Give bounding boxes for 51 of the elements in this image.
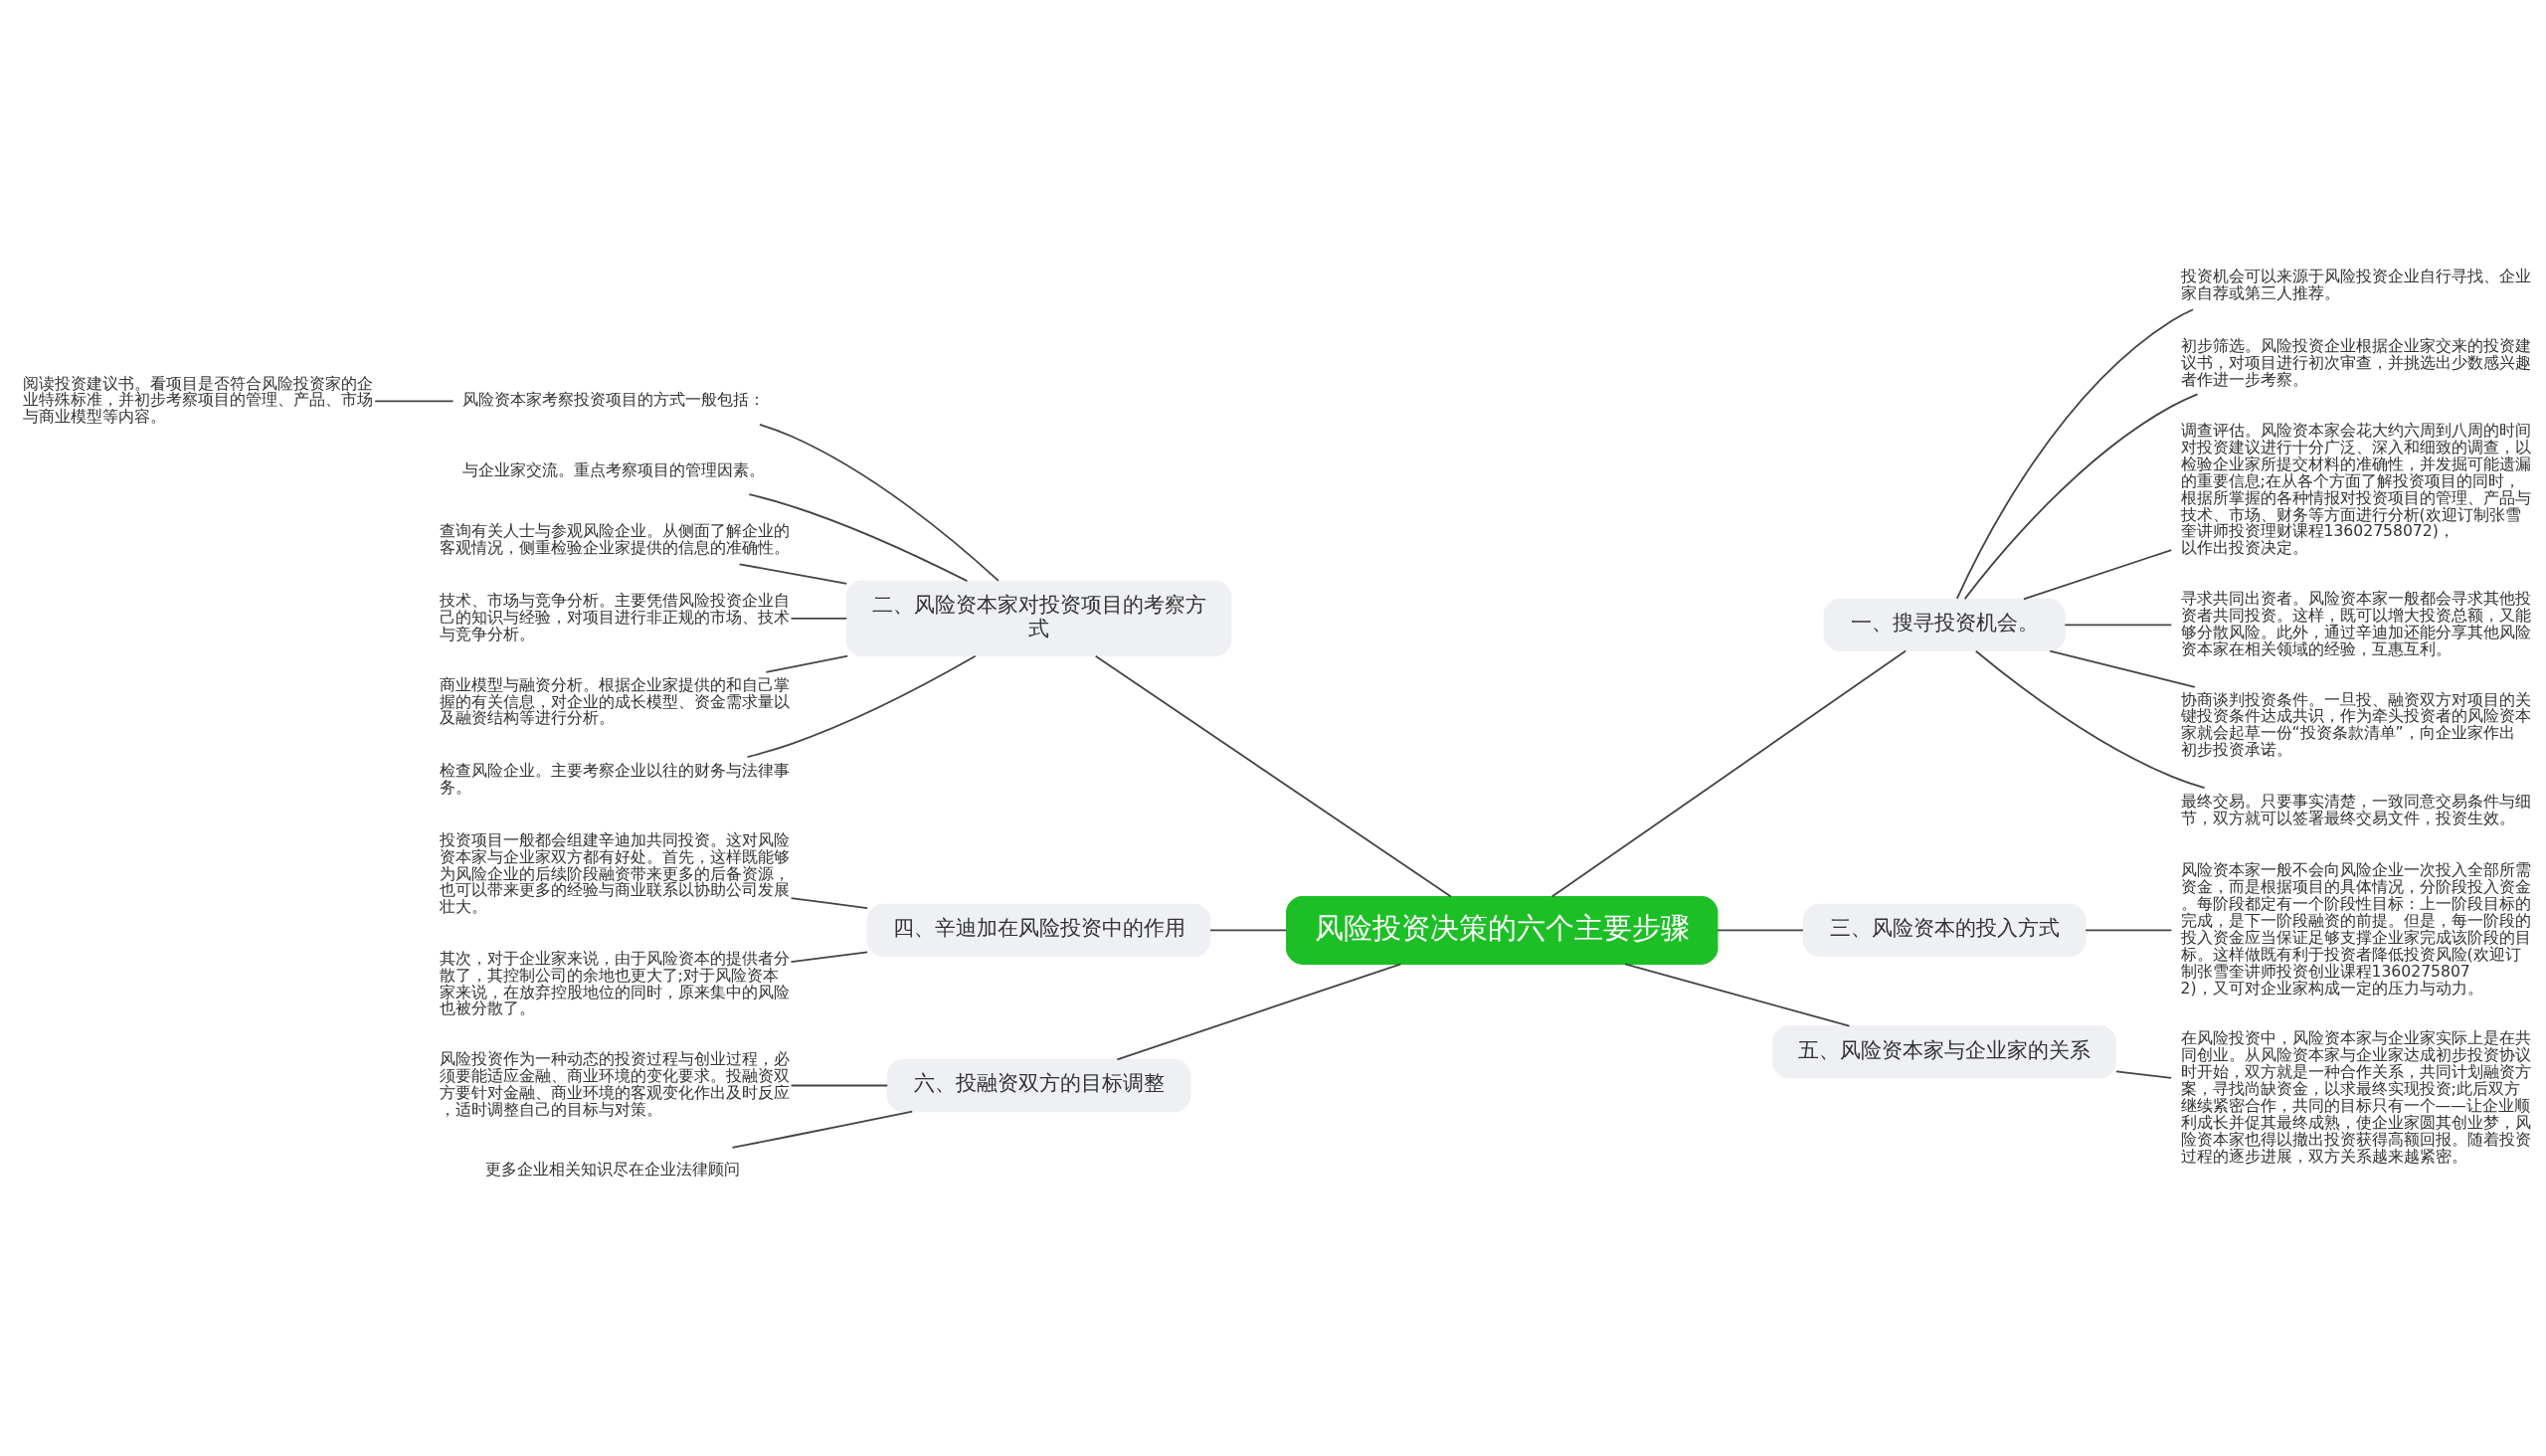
node-text: 技术、市场与竞争分析。主要凭借风险投资企业自己的知识与经验，对项目进行非正规的市场、技术与竞争分析。 xyxy=(439,591,790,643)
connector xyxy=(1963,392,2199,600)
node-box: 二、风险资本家对投资项目的考察方式 xyxy=(845,580,1232,656)
connector xyxy=(1716,929,1804,931)
node-box: 四、辛迪加在风险投资中的作用 xyxy=(866,903,1211,957)
node-text: 更多企业相关知识尽在企业法律顾问 xyxy=(485,1160,741,1179)
connector xyxy=(738,562,848,585)
node-box: 五、风险资本家与企业家的关系 xyxy=(1772,1024,2117,1078)
node-text: 商业模型与融资分析。根据企业家提供的和自己掌握的有关信息，对企业的成长模型、资金需求量以及融资结构等进行分析。 xyxy=(439,675,790,727)
connector xyxy=(765,654,849,673)
node-text: 与企业家交流。重点考察项目的管理因素。 xyxy=(462,460,766,479)
connector xyxy=(731,1110,914,1149)
connector xyxy=(748,492,969,582)
node-text: 协商谈判投资条件。一旦投、融资双方对项目的关键投资条件达成共识，作为牵头投资者的风险资本家就会起草一份“投资条款清单”，向企业家作出初步投资承诺。 xyxy=(2180,690,2531,759)
node-text: 查询有关人士与参观风险企业。从侧面了解企业的客观情况，侧重检验企业家提供的信息的准确性。 xyxy=(439,521,790,557)
connector xyxy=(746,654,977,758)
node-text: 调查评估。风险资本家会花大约六周到八周的时间对投资建议进行十分广泛、深入和细致的调查，以检验企业家所提交材料的准确性，并发掘可能遗漏的重要信息;在从各个方面了解投资项目的同时，根据所掌握的各种情报对投资项目的管理、产品与技术、市场、财务等方面进行分析(欢迎订制张雪奎讲师投资理财课程13602758072)，以作出投资决定。 xyxy=(2180,421,2531,557)
connector xyxy=(1550,649,1908,897)
connector xyxy=(1974,649,2206,789)
connector xyxy=(2085,929,2173,931)
node-text: 寻求共同出资者。风险资本家一般都会寻求其他投资者共同投资。这样，既可以增大投资总额，又能够分散风险。此外，通过辛迪加还能分享其他风险资本家在相关领域的经验，互惠互利。 xyxy=(2180,589,2531,658)
node-box: 六、投融资双方的目标调整 xyxy=(886,1058,1191,1112)
node-text: 检查风险企业。主要考察企业以往的财务与法律事务。 xyxy=(439,761,790,797)
connector xyxy=(790,617,848,620)
node-text: 初步筛选。风险投资企业根据企业家交来的投资建议书，对项目进行初次审查，并挑选出少数感兴趣者作进一步考察。 xyxy=(2180,336,2531,389)
connector xyxy=(1955,307,2195,600)
node-text: 投资机会可以来源于风险投资企业自行寻找、企业家自荐或第三人推荐。 xyxy=(2180,267,2531,302)
node-box: 三、风险资本的投入方式 xyxy=(1802,903,2087,957)
connector xyxy=(1094,654,1452,897)
connector xyxy=(1116,962,1402,1060)
node-text: 最终交易。只要事实清楚，一致同意交易条件与细节，双方就可以签署最终交易文件，投资生效。 xyxy=(2180,792,2531,827)
connector xyxy=(759,423,1000,582)
node-text: 风险投资作为一种动态的投资过程与创业过程，必须要能适应金融、商业环境的变化要求。投融资双方要针对金融、商业环境的客观变化作出及时反应，适时调整自己的目标与对策。 xyxy=(439,1049,790,1119)
node-text: 风险资本家一般不会向风险企业一次投入全部所需资金，而是根据项目的具体情况，分阶段投入资金。每阶段都定有一个阶段性目标：上一阶段目标的完成，是下一阶段融资的前提。但是，每一阶段的投入资金应当保证足够支撑企业家完成该阶段的目标。这样做既有利于投资者降低投资风险(欢迎订制张雪奎讲师投资创业课程13602758072)，又可对企业家构成一定的压力与动力。 xyxy=(2180,860,2531,998)
node-text: 在风险投资中，风险资本家与企业家实际上是在共同创业。从风险资本家与企业家达成初步投资协议时开始，双方就是一种合作关系，共同计划融资方案，寻找尚缺资金，以求最终实现投资;此后双方继续紧密合作，共同的目标只有一个——让企业顺利成长并促其最终成熟，使企业家圆其创业梦，风险资本家也得以撤出投资获得高额回报。随着投资过程的逐步进展，双方关系越来越紧密。 xyxy=(2180,1028,2531,1166)
connector xyxy=(790,896,868,909)
connector xyxy=(374,399,455,402)
node-box: 风险投资决策的六个主要步骤 xyxy=(1286,895,1719,965)
connector xyxy=(790,950,868,963)
connector xyxy=(2049,649,2196,688)
node-text: 其次，对于企业家来说，由于风险资本的提供者分散了，其控制公司的余地也更大了;对于风险资本家来说，在放弃控股地位的同时，原来集中的风险也被分散了。 xyxy=(439,949,790,1017)
node-text: 阅读投资建议书。看项目是否符合风险投资家的企业特殊标准，并初步考察项目的管理、产品、市场与商业模型等内容。 xyxy=(22,374,373,426)
connector xyxy=(2064,624,2173,626)
node-text: 投资项目一般都会组建辛迪加共同投资。这对风险资本家与企业家双方都有好处。首先，这样既能够为风险企业的后续阶段融资带来更多的后备资源，也可以带来更多的经验与商业联系以协助公司发展壮大。 xyxy=(439,830,790,916)
connector xyxy=(1624,962,1851,1026)
connector xyxy=(2023,548,2173,600)
node-box: 一、搜寻投资机会。 xyxy=(1823,598,2066,651)
connector xyxy=(1209,929,1288,931)
node-text: 风险资本家考察投资项目的方式一般包括： xyxy=(462,390,766,409)
connector xyxy=(2115,1070,2173,1079)
connector xyxy=(790,1084,889,1086)
